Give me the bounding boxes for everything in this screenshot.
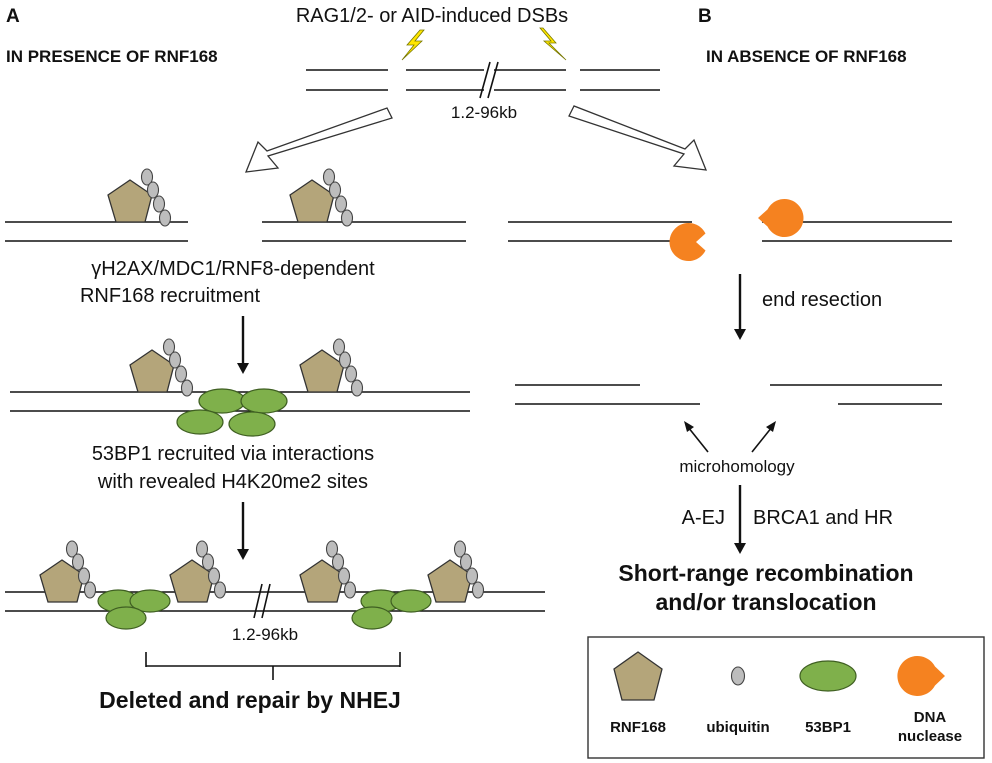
panel-b-outcome-line1: Short-range recombination xyxy=(618,560,913,586)
stage-synapsis xyxy=(5,540,545,630)
53bp1-ellipse xyxy=(198,388,246,414)
53bp1-ellipse xyxy=(240,388,288,414)
aej-label: A-EJ xyxy=(682,507,725,529)
rnf168-pentagon xyxy=(129,349,175,393)
hollow-arrow-left xyxy=(244,107,393,173)
legend-nuclease-label-line2: nuclease xyxy=(898,728,962,745)
panel-a-outcome: Deleted and repair by NHEJ xyxy=(99,687,401,713)
dna-nuclease-legend-icon xyxy=(897,656,945,697)
53bp1-ellipse xyxy=(176,409,224,435)
legend-53bp1-label: 53BP1 xyxy=(805,719,851,736)
lightning-icon-left xyxy=(401,29,425,61)
panel-b-letter: B xyxy=(698,6,712,27)
recruitment-line2: RNF168 recruitment xyxy=(80,285,261,307)
down-arrow xyxy=(734,274,746,340)
down-arrow xyxy=(237,502,249,560)
53bp1-legend-icon xyxy=(799,660,857,692)
microhomology-arrows xyxy=(684,421,776,453)
53bp1-line1: 53BP1 recruited via interactions xyxy=(92,443,374,465)
deletion-bracket xyxy=(145,652,401,680)
panel-a-letter: A xyxy=(6,6,20,27)
stage-resected-ends xyxy=(515,384,942,405)
legend: RNF168 ubiquitin 53BP1 DNA nuclease xyxy=(587,636,985,759)
down-arrow xyxy=(237,316,249,374)
53bp1-line2: with revealed H4K20me2 sites xyxy=(97,471,368,493)
panel-a-heading: IN PRESENCE OF RNF168 xyxy=(6,47,218,66)
dsb-label: RAG1/2- or AID-induced DSBs xyxy=(296,5,568,27)
dna-nuclease-icon xyxy=(669,222,706,261)
microhomology-label: microhomology xyxy=(679,457,795,476)
synapsis-distance-label: 1.2-96kb xyxy=(232,625,298,644)
rnf168-pentagon xyxy=(107,179,153,223)
legend-ubiquitin-label: ubiquitin xyxy=(706,719,769,736)
dna-nuclease-icon xyxy=(758,199,804,237)
ubiquitin-legend-icon xyxy=(730,666,746,686)
down-arrow xyxy=(734,485,746,554)
stage-rnf168-binding xyxy=(5,168,466,242)
stage-53bp1-recruitment xyxy=(10,338,470,437)
dsb-distance-label: 1.2-96kb xyxy=(451,103,517,122)
53bp1-ellipse xyxy=(129,589,171,613)
53bp1-ellipse xyxy=(228,411,276,437)
53bp1-ellipse xyxy=(105,606,147,630)
rnf168-legend-icon xyxy=(613,651,663,701)
panel-a: A IN PRESENCE OF RNF168 γH2AX/MDC1/RNF8-… xyxy=(5,6,545,713)
legend-nuclease-label-line1: DNA xyxy=(914,709,947,726)
rnf168-pentagon xyxy=(299,349,345,393)
recruitment-line1: γH2AX/MDC1/RNF8-dependent xyxy=(91,258,375,280)
dsb-dna xyxy=(306,61,660,99)
stage-nuclease-binding xyxy=(508,199,952,261)
lightning-icon-right xyxy=(539,27,567,61)
brca1-hr-label: BRCA1 and HR xyxy=(753,507,893,529)
legend-rnf168-label: RNF168 xyxy=(610,719,666,736)
panel-b: B IN ABSENCE OF RNF168 end resection xyxy=(508,6,952,615)
panel-b-outcome-line2: and/or translocation xyxy=(655,589,876,615)
end-resection-label: end resection xyxy=(762,289,882,311)
53bp1-ellipse xyxy=(351,606,393,630)
rnf168-pentagon xyxy=(289,179,335,223)
53bp1-ellipse xyxy=(390,589,432,613)
dsb-section: RAG1/2- or AID-induced DSBs 1.2-96kb xyxy=(244,5,708,173)
panel-b-heading: IN ABSENCE OF RNF168 xyxy=(706,47,907,66)
hollow-arrow-right xyxy=(568,105,708,171)
